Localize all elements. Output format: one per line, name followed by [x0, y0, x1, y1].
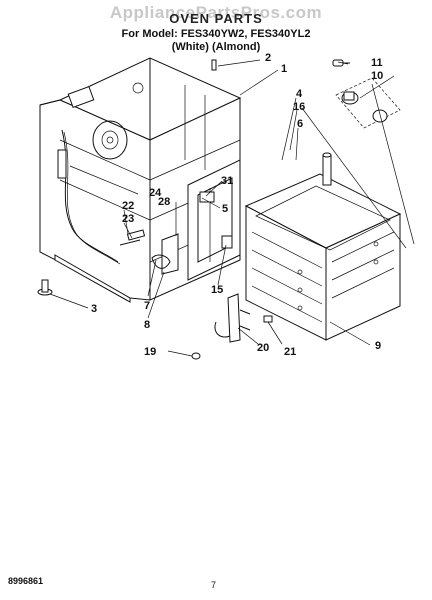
callout-10: 10 — [371, 70, 384, 82]
callout-22: 22 — [122, 200, 135, 212]
model-numbers: For Model: FES340YW2, FES340YL2 — [121, 28, 311, 40]
callout-3: 3 — [91, 303, 98, 315]
callout-16: 16 — [293, 101, 306, 113]
document-number: 8996861 — [8, 576, 44, 586]
leveling-leg — [37, 279, 53, 296]
callout-23: 23 — [122, 213, 135, 225]
oven-sensor — [322, 152, 332, 186]
callout-31: 31 — [221, 175, 234, 187]
callout-28: 28 — [158, 196, 171, 208]
callout-6: 6 — [297, 118, 304, 130]
callout-24: 24 — [149, 187, 162, 199]
screw — [211, 59, 217, 71]
callout-9: 9 — [375, 340, 382, 352]
leader-lines — [49, 59, 415, 357]
callout-8: 8 — [144, 319, 151, 331]
callout-4: 4 — [296, 88, 303, 100]
door-hinge-receiver — [214, 293, 251, 343]
callout-5: 5 — [222, 203, 229, 215]
callout-15: 15 — [211, 284, 224, 296]
page-number: 7 — [211, 580, 217, 590]
callout-20: 21 — [284, 346, 297, 358]
diagram-title: OVEN PARTS — [169, 11, 263, 26]
callout-21: 19 — [144, 346, 157, 358]
model-colors: (White) (Almond) — [171, 41, 261, 53]
blower-wheel — [92, 120, 128, 160]
callout-1: 1 — [281, 63, 288, 75]
callout-19: 20 — [257, 342, 270, 354]
front-frame — [151, 159, 241, 281]
plug-button — [191, 352, 201, 360]
hinge-screw — [263, 315, 273, 323]
callout-2: 2 — [265, 52, 272, 64]
callout-7: 7 — [144, 300, 151, 312]
callout-11: 11 — [371, 57, 383, 69]
watermark: AppliancePartsPros.com — [109, 3, 323, 22]
oven-liner — [244, 173, 402, 341]
